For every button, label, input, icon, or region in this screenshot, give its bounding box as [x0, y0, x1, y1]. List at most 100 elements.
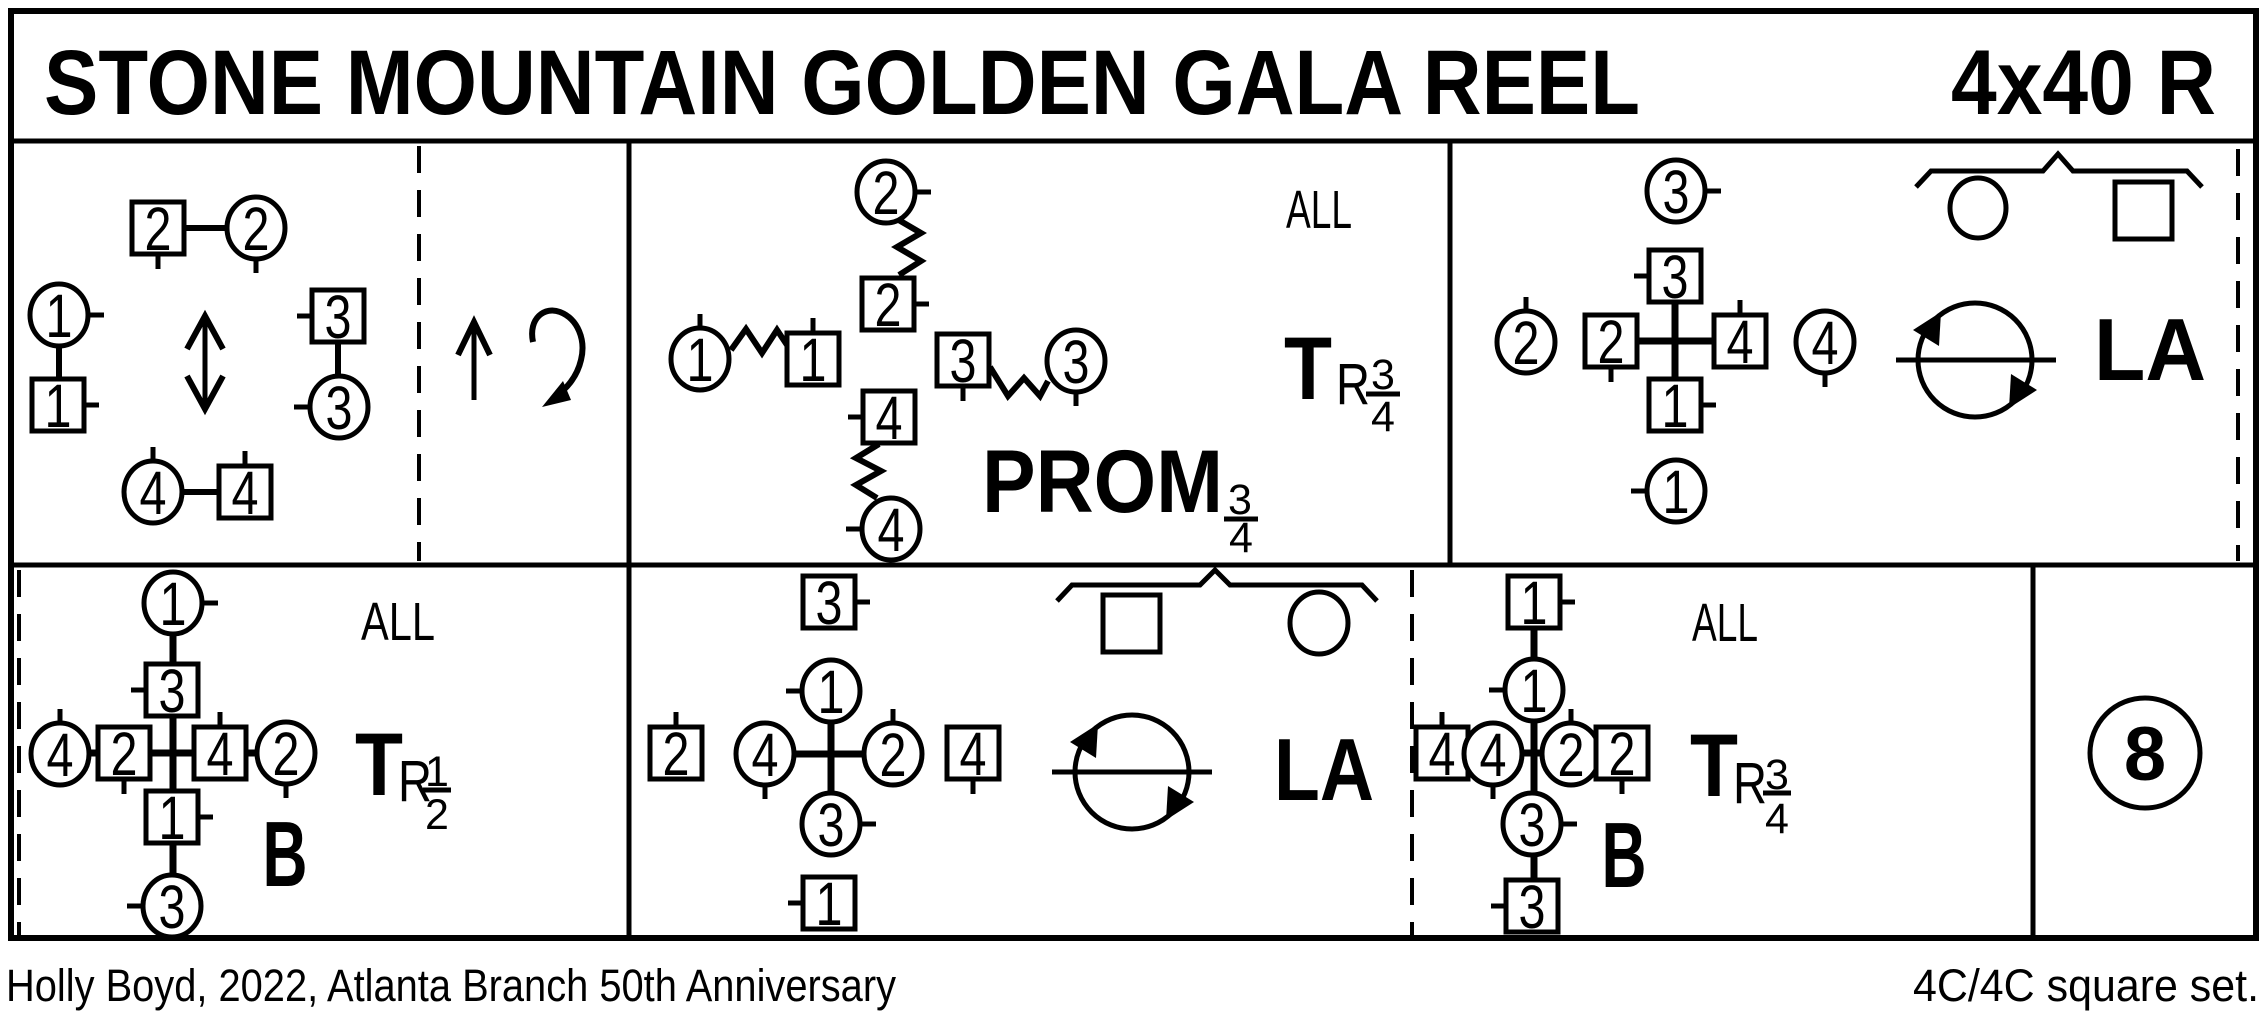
label-all: ALL: [1286, 180, 1352, 240]
dancer-circle-3: 3: [294, 373, 371, 442]
dancer-number: 4: [960, 720, 987, 788]
set-advance-arrow-icon: [184, 309, 226, 416]
zigzag-link: [891, 216, 927, 278]
dancer-number: 2: [145, 195, 172, 263]
footer-set-info: 4C/4C square set.: [1913, 960, 2259, 1011]
dancer-circle-4: 4: [1793, 308, 1857, 387]
dance-repeats: 4x40 R: [1951, 32, 2216, 134]
dancer-square-4: 4: [216, 451, 274, 527]
move-up-arrow-icon: [455, 315, 493, 400]
dancer-circle-3: 3: [1644, 157, 1721, 226]
label-all: ALL: [1692, 593, 1758, 653]
dancer-square-4: 4: [848, 384, 918, 452]
dancer-number: 4: [232, 459, 259, 527]
label-fraction-denominator: 2: [425, 791, 449, 839]
dancer-number: 2: [1598, 308, 1625, 376]
label-hand: R: [398, 749, 432, 814]
men-symbol-icon: [1100, 592, 1163, 655]
hands-across-wheel-icon: [1052, 712, 1212, 832]
dancer-square-2: 2: [1582, 308, 1640, 382]
dancer-circle-4: 4: [121, 447, 185, 527]
dancer-square-1: 1: [788, 870, 858, 938]
dancer-number: 1: [160, 570, 187, 638]
label-fraction-denominator: 4: [1765, 795, 1789, 843]
dancer-circle-4: 4: [846, 495, 923, 564]
dancer-circle-1: 1: [1631, 457, 1708, 526]
label-hand: R: [1733, 751, 1767, 816]
label-fraction-denominator: 4: [1371, 393, 1395, 441]
dancer-number: 2: [243, 195, 270, 263]
dancer-circle-4: 4: [1461, 720, 1525, 799]
dancer-circle-3: 3: [799, 790, 876, 859]
grid-borders: [8, 8, 2259, 941]
label-hand: R: [1336, 352, 1370, 417]
dancer-circle-4: 4: [28, 709, 92, 789]
dancer-number: 1: [818, 658, 845, 726]
dancer-circle-2: 2: [254, 719, 318, 798]
dancer-square-2: 2: [859, 271, 929, 339]
dancer-number: 1: [1521, 657, 1548, 725]
dancer-square-3: 3: [1634, 243, 1704, 311]
dancer-circle-1: 1: [668, 314, 732, 394]
dancer-number: 1: [1662, 372, 1689, 440]
dancer-square-1: 1: [143, 784, 213, 852]
turn-right-three-quarters-label: T R 3 4: [1690, 715, 1791, 843]
dancer-circle-1: 1: [1489, 656, 1566, 725]
dancer-number: 2: [111, 720, 138, 788]
dancer-square-2: 2: [95, 720, 153, 794]
dancer-circle-3: 3: [1044, 327, 1108, 406]
dancer-number: 4: [207, 720, 234, 788]
dancer-square-1: 1: [1505, 569, 1575, 637]
dancer-number: 3: [159, 657, 186, 725]
grouping-brace-icon: [1914, 150, 2204, 189]
dancer-number: 1: [45, 372, 72, 440]
dancer-square-4: 4: [191, 712, 249, 788]
dancer-square-1: 1: [29, 372, 99, 440]
cast-turn-arrow-icon: [529, 307, 586, 407]
dancer-square-3: 3: [934, 327, 992, 401]
cross-links: [794, 721, 864, 794]
label-fraction-numerator: 3: [1765, 751, 1789, 799]
dancer-number: 4: [47, 721, 74, 789]
women-symbol-icon: [1947, 175, 2009, 241]
turn-right-three-quarters-label: T R 3 4: [1284, 318, 1400, 441]
dancer-square-2: 2: [647, 712, 705, 788]
dancer-number: 4: [1480, 721, 1507, 789]
dancer-number: 4: [1812, 309, 1839, 377]
dancer-circle-3: 3: [127, 872, 204, 941]
partner-links: [56, 225, 341, 495]
dancer-number: 3: [1063, 328, 1090, 396]
label-fraction-numerator: 1: [425, 748, 449, 796]
cross-links: [1637, 302, 1714, 379]
dancer-number: 1: [1663, 458, 1690, 526]
grouping-brace-icon: [1055, 566, 1379, 603]
label-figure: PROM: [982, 431, 1223, 531]
label-fraction-numerator: 3: [1228, 476, 1252, 524]
dancer-circle-3: 3: [1500, 790, 1577, 859]
label-figure: LA: [2094, 300, 2206, 399]
dancer-square-3: 3: [1491, 873, 1561, 941]
dancer-number: 4: [1429, 720, 1456, 788]
label-fraction-numerator: 3: [1371, 351, 1395, 399]
dancer-circle-2: 2: [224, 194, 288, 273]
turn-right-half-label: T R 1 2: [355, 714, 451, 839]
dancer-square-1: 1: [784, 318, 842, 394]
dancer-number: 2: [875, 271, 902, 339]
dancer-number: 4: [140, 459, 167, 527]
dancer-number: 3: [818, 791, 845, 859]
dancer-circle-2: 2: [854, 158, 931, 227]
dancer-square-3: 3: [131, 657, 201, 725]
dancer-number: 3: [816, 569, 843, 637]
label-turn: T: [1284, 318, 1332, 418]
dancer-circle-2: 2: [1494, 297, 1558, 377]
figure-panel-repeat-bars: 8: [2087, 695, 2203, 811]
dancer-number: 3: [1519, 791, 1546, 859]
